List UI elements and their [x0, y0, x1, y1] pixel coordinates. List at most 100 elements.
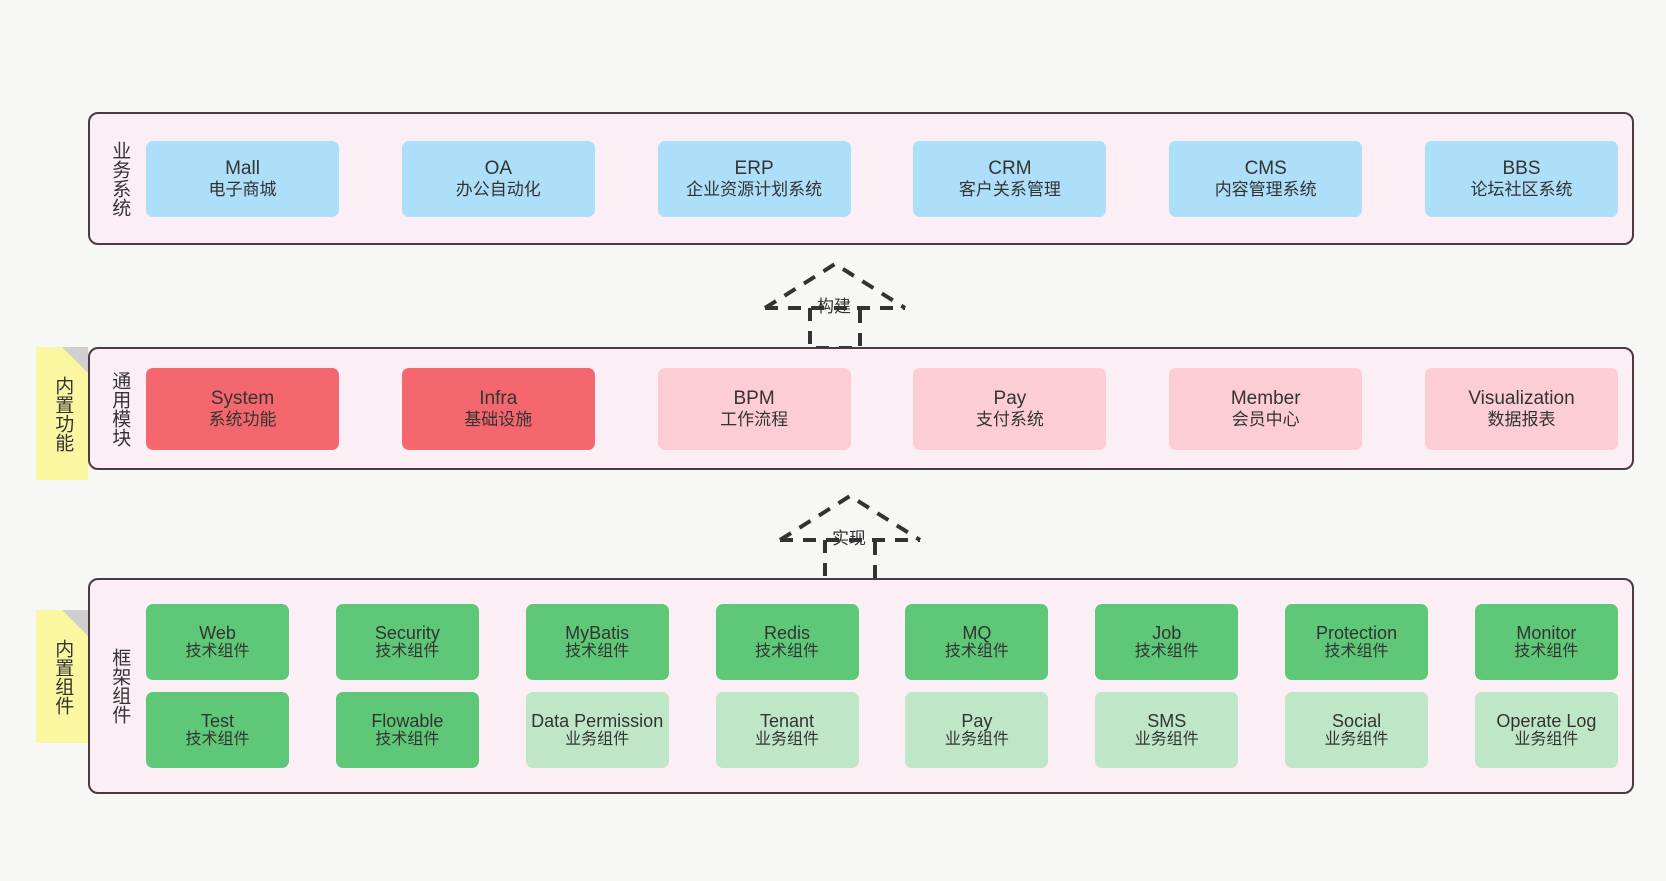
card-mall[interactable]: Mall 电子商城: [146, 140, 339, 217]
card-subtitle: 会员中心: [1231, 409, 1300, 429]
card-pay-module[interactable]: Pay 支付系统: [913, 367, 1107, 450]
card-crm[interactable]: CRM 客户关系管理: [913, 140, 1107, 217]
card-title: CMS: [1244, 157, 1287, 179]
card-bbs[interactable]: BBS 论坛社区系统: [1424, 140, 1618, 217]
card-subtitle: 技术组件: [375, 731, 440, 749]
card-protection[interactable]: Protection 技术组件: [1285, 604, 1429, 680]
layer-business-cards: Mall 电子商城 OA 办公自动化 ERP 企业资源计划系统 CRM 客户关系…: [142, 114, 1632, 243]
card-test[interactable]: Test 技术组件: [146, 692, 289, 768]
card-title: SMS: [1147, 710, 1187, 731]
layer-framework-label: 框架组件: [109, 648, 131, 724]
card-subtitle: 技术组件: [185, 643, 250, 661]
layer-business-label: 业务系统: [109, 140, 131, 217]
card-title: Security: [374, 622, 440, 643]
connector-implement-label: 实现: [832, 529, 866, 548]
card-redis[interactable]: Redis 技术组件: [715, 604, 859, 680]
card-bpm[interactable]: BPM 工作流程: [657, 367, 851, 450]
card-erp[interactable]: ERP 企业资源计划系统: [657, 140, 851, 217]
card-title: Test: [200, 710, 234, 731]
card-sms[interactable]: SMS 业务组件: [1095, 692, 1239, 768]
card-subtitle: 基础设施: [464, 409, 533, 429]
card-title: Member: [1230, 387, 1301, 409]
card-subtitle: 技术组件: [375, 643, 440, 661]
card-subtitle: 业务组件: [944, 731, 1009, 749]
card-tenant[interactable]: Tenant 业务组件: [715, 692, 859, 768]
card-monitor[interactable]: Monitor 技术组件: [1474, 604, 1618, 680]
card-title: ERP: [734, 157, 774, 179]
card-title: MQ: [962, 622, 992, 643]
connector-build-label: 构建: [817, 297, 851, 316]
card-mq[interactable]: MQ 技术组件: [905, 604, 1049, 680]
card-security[interactable]: Security 技术组件: [335, 604, 479, 680]
card-title: Infra: [479, 387, 518, 409]
card-subtitle: 技术组件: [1514, 643, 1579, 661]
card-subtitle: 办公自动化: [455, 179, 541, 199]
card-pay-component[interactable]: Pay 业务组件: [905, 692, 1049, 768]
card-subtitle: 客户关系管理: [958, 179, 1061, 199]
framework-row-business: Test 技术组件 Flowable 技术组件 Data Permission …: [146, 692, 1618, 768]
card-title: Pay: [961, 710, 993, 731]
card-flowable[interactable]: Flowable 技术组件: [335, 692, 479, 768]
layer-framework-cards: Web 技术组件 Security 技术组件 MyBatis 技术组件 Redi…: [142, 580, 1632, 792]
layer-module-label: 通用模块: [109, 370, 131, 447]
card-social[interactable]: Social 业务组件: [1285, 692, 1429, 768]
card-cms[interactable]: CMS 内容管理系统: [1169, 140, 1363, 217]
card-title: Web: [199, 622, 236, 643]
card-data-permission[interactable]: Data Permission 业务组件: [525, 692, 669, 768]
card-subtitle: 技术组件: [565, 643, 630, 661]
card-infra[interactable]: Infra 基础设施: [401, 367, 595, 450]
card-subtitle: 技术组件: [1134, 643, 1199, 661]
card-title: Social: [1332, 710, 1382, 731]
card-title: System: [210, 387, 275, 409]
card-subtitle: 工作流程: [720, 409, 789, 429]
card-title: Data Permission: [531, 710, 664, 731]
card-subtitle: 业务组件: [1134, 731, 1199, 749]
card-subtitle: 内容管理系统: [1214, 179, 1317, 199]
fold-corner-icon: [62, 610, 88, 636]
card-subtitle: 电子商城: [208, 179, 277, 199]
layer-module-cards: System 系统功能 Infra 基础设施 BPM 工作流程 Pay 支付系统…: [142, 349, 1632, 468]
card-title: Job: [1152, 622, 1182, 643]
card-web[interactable]: Web 技术组件: [146, 604, 289, 680]
sticky-note-builtin-components: 内置组件: [36, 610, 88, 743]
card-visualization[interactable]: Visualization 数据报表: [1424, 367, 1618, 450]
card-oa[interactable]: OA 办公自动化: [401, 140, 595, 217]
card-subtitle: 企业资源计划系统: [686, 179, 823, 199]
sticky-note-label: 内置功能: [52, 375, 74, 452]
card-title: Operate Log: [1496, 710, 1597, 731]
card-title: Tenant: [760, 710, 815, 731]
layer-business-systems: 业务系统 Mall 电子商城 OA 办公自动化 ERP 企业资源计划系统 CRM…: [88, 112, 1634, 245]
card-title: OA: [484, 157, 513, 179]
layer-common-modules: 通用模块 System 系统功能 Infra 基础设施 BPM 工作流程 Pay…: [88, 347, 1634, 470]
card-subtitle: 技术组件: [185, 731, 250, 749]
card-system[interactable]: System 系统功能: [146, 367, 339, 450]
connector-build-shape: [763, 261, 907, 350]
fold-corner-icon: [62, 347, 88, 373]
card-title: Flowable: [371, 710, 444, 731]
sticky-note-builtin-functions: 内置功能: [36, 347, 88, 480]
card-subtitle: 技术组件: [944, 643, 1009, 661]
card-subtitle: 系统功能: [208, 409, 277, 429]
card-title: MyBatis: [565, 622, 630, 643]
card-title: Protection: [1316, 622, 1398, 643]
connector-implement: 实现: [770, 490, 930, 582]
card-subtitle: 技术组件: [755, 643, 820, 661]
layer-framework-components: 框架组件 Web 技术组件 Security 技术组件 MyBatis 技术组件…: [88, 578, 1634, 794]
card-title: Pay: [993, 387, 1027, 409]
connector-implement-shape: [778, 493, 922, 582]
connector-build: 构建: [755, 258, 915, 350]
card-mybatis[interactable]: MyBatis 技术组件: [525, 604, 669, 680]
card-subtitle: 业务组件: [565, 730, 630, 748]
card-member[interactable]: Member 会员中心: [1169, 367, 1363, 450]
card-title: BBS: [1502, 157, 1541, 179]
card-subtitle: 业务组件: [755, 731, 820, 749]
card-subtitle: 技术组件: [1324, 643, 1389, 661]
card-title: Redis: [764, 622, 811, 643]
card-operate-log[interactable]: Operate Log 业务组件: [1474, 692, 1618, 768]
card-subtitle: 数据报表: [1487, 409, 1556, 429]
card-subtitle: 论坛社区系统: [1470, 179, 1573, 199]
framework-row-tech: Web 技术组件 Security 技术组件 MyBatis 技术组件 Redi…: [146, 604, 1618, 680]
card-job[interactable]: Job 技术组件: [1095, 604, 1239, 680]
card-title: Monitor: [1516, 622, 1577, 643]
